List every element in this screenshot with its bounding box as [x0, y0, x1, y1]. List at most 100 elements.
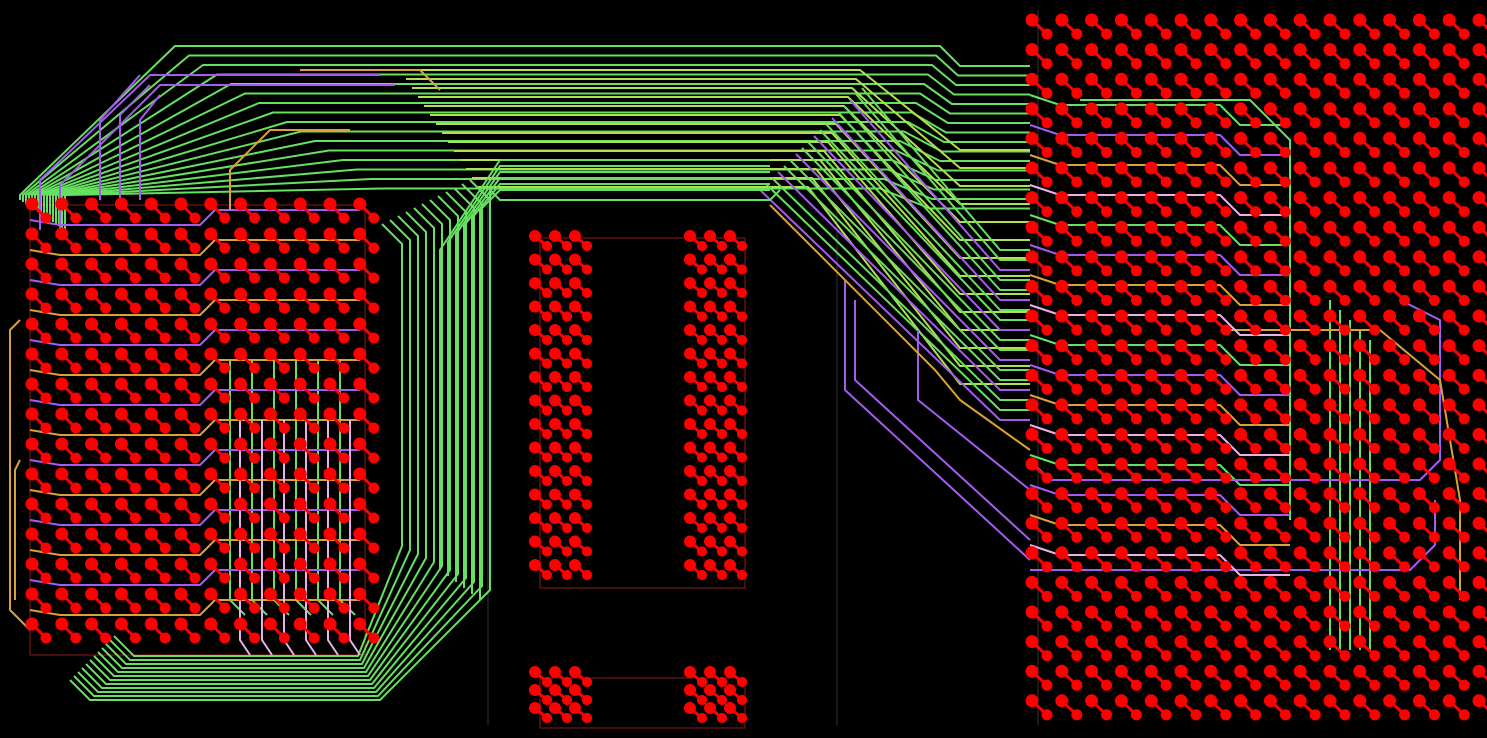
pad-via[interactable] — [541, 694, 553, 706]
pad-right-bga[interactable] — [1353, 13, 1367, 27]
pad-via[interactable] — [581, 240, 593, 252]
pad-right-bga[interactable] — [1174, 72, 1188, 86]
pad-right-bga[interactable] — [1323, 427, 1337, 441]
pad-right-bga[interactable] — [1472, 309, 1486, 323]
pad-via[interactable] — [1250, 413, 1262, 425]
pad-center-connector[interactable] — [529, 512, 541, 524]
pad-left-bga[interactable] — [204, 317, 218, 331]
pad-via[interactable] — [129, 332, 141, 344]
pad-via[interactable] — [1339, 620, 1351, 632]
pad-via[interactable] — [696, 287, 708, 299]
pad-via[interactable] — [308, 422, 320, 434]
pad-center-connector[interactable] — [684, 488, 696, 501]
pad-center-connector[interactable] — [549, 702, 561, 714]
pad-via[interactable] — [1220, 324, 1232, 336]
pad-left-bga[interactable] — [114, 257, 128, 271]
pad-center-connector[interactable] — [724, 277, 736, 289]
pad-center-connector[interactable] — [724, 300, 736, 313]
pad-right-bga[interactable] — [1293, 43, 1307, 57]
pad-right-bga[interactable] — [1383, 398, 1397, 412]
pad-left-bga[interactable] — [204, 287, 218, 301]
pad-via[interactable] — [1101, 235, 1113, 247]
pad-right-bga[interactable] — [1174, 250, 1188, 264]
pad-via[interactable] — [1369, 442, 1381, 454]
pad-left-bga[interactable] — [25, 587, 39, 601]
pad-right-bga[interactable] — [1085, 457, 1099, 471]
pad-via[interactable] — [1309, 117, 1321, 129]
pad-right-bga[interactable] — [1412, 516, 1426, 530]
pad-right-bga[interactable] — [1323, 309, 1337, 323]
pad-left-bga[interactable] — [293, 317, 307, 331]
pad-left-bga[interactable] — [55, 287, 69, 301]
pad-via[interactable] — [541, 522, 553, 534]
pad-center-connector[interactable] — [529, 394, 541, 407]
pad-right-bga[interactable] — [1085, 664, 1099, 678]
pad-via[interactable] — [1428, 383, 1440, 395]
pad-right-bga[interactable] — [1055, 102, 1069, 116]
pad-right-bga[interactable] — [1353, 457, 1367, 471]
pad-left-bga[interactable] — [144, 347, 158, 361]
pad-via[interactable] — [1399, 324, 1411, 336]
pad-right-bga[interactable] — [1204, 398, 1218, 412]
pad-via[interactable] — [129, 572, 141, 584]
pad-center-connector[interactable] — [704, 418, 716, 430]
pad-via[interactable] — [189, 542, 201, 554]
pad-via[interactable] — [1250, 620, 1262, 632]
pad-right-bga[interactable] — [1383, 131, 1397, 145]
pad-via[interactable] — [189, 602, 201, 614]
pad-via[interactable] — [1399, 117, 1411, 129]
pad-left-bga[interactable] — [353, 557, 367, 571]
pad-right-bga[interactable] — [1025, 457, 1039, 471]
pad-via[interactable] — [368, 242, 380, 254]
pad-via[interactable] — [1160, 531, 1172, 543]
pad-center-connector[interactable] — [724, 253, 736, 266]
pad-right-bga[interactable] — [1353, 131, 1367, 145]
pad-right-bga[interactable] — [1263, 102, 1277, 116]
pad-via[interactable] — [541, 381, 553, 393]
right-bga-pads[interactable] — [1025, 13, 1487, 721]
pad-right-bga[interactable] — [1174, 368, 1188, 382]
pad-right-bga[interactable] — [1144, 309, 1158, 323]
pad-via[interactable] — [1130, 294, 1142, 306]
pad-via[interactable] — [1369, 679, 1381, 691]
pad-via[interactable] — [561, 475, 573, 487]
pad-right-bga[interactable] — [1114, 605, 1128, 619]
pad-via[interactable] — [1250, 294, 1262, 306]
pad-right-bga[interactable] — [1234, 43, 1248, 57]
pad-left-bga[interactable] — [85, 377, 99, 391]
pad-via[interactable] — [1041, 87, 1053, 99]
pad-right-bga[interactable] — [1174, 161, 1188, 175]
pad-right-bga[interactable] — [1144, 694, 1158, 708]
pad-via[interactable] — [368, 212, 380, 224]
pad-via[interactable] — [308, 572, 320, 584]
pad-right-bga[interactable] — [1234, 694, 1248, 708]
pad-right-bga[interactable] — [1114, 575, 1128, 589]
pad-right-bga[interactable] — [1263, 43, 1277, 57]
pad-via[interactable] — [1101, 58, 1113, 70]
pad-right-bga[interactable] — [1204, 368, 1218, 382]
pad-right-bga[interactable] — [1114, 339, 1128, 353]
pad-left-bga[interactable] — [114, 587, 128, 601]
pad-left-bga[interactable] — [85, 587, 99, 601]
pad-via[interactable] — [70, 482, 82, 494]
pad-left-bga[interactable] — [204, 197, 218, 211]
pad-via[interactable] — [278, 632, 290, 644]
pad-right-bga[interactable] — [1263, 427, 1277, 441]
pad-via[interactable] — [1190, 324, 1202, 336]
pad-via[interactable] — [1369, 354, 1381, 366]
pad-right-bga[interactable] — [1204, 131, 1218, 145]
pad-right-bga[interactable] — [1383, 191, 1397, 205]
pad-right-bga[interactable] — [1025, 161, 1039, 175]
pad-right-bga[interactable] — [1025, 516, 1039, 530]
pad-via[interactable] — [581, 452, 593, 463]
pad-via[interactable] — [40, 512, 52, 524]
pad-center-connector[interactable] — [569, 253, 581, 266]
pad-via[interactable] — [129, 392, 141, 404]
pad-via[interactable] — [1160, 650, 1172, 662]
pad-right-bga[interactable] — [1174, 575, 1188, 589]
pad-left-bga[interactable] — [234, 227, 248, 241]
pad-left-bga[interactable] — [293, 497, 307, 511]
pad-via[interactable] — [1101, 472, 1113, 484]
pad-right-bga[interactable] — [1383, 664, 1397, 678]
pad-via[interactable] — [1339, 709, 1351, 721]
